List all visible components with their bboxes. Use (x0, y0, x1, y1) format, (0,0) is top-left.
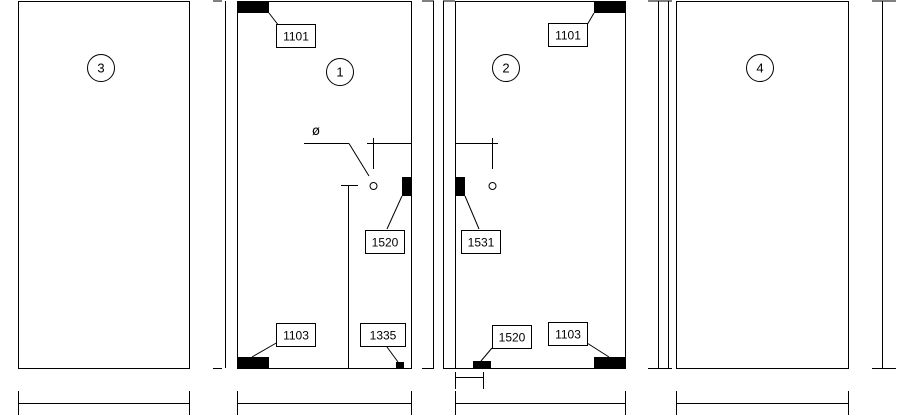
panel-1-lock-label-box (365, 230, 405, 254)
frame-left (213, 0, 226, 369)
panel-1-bottom-label: 1103 (283, 329, 309, 343)
panel-1-bottom-label-box (276, 323, 316, 347)
panel-1-lock-fitting (402, 177, 411, 196)
panel-2: 1101 2 1531 1103 1520 (455, 1, 626, 389)
panel-4: 4 (676, 1, 849, 369)
panel-2-floor-label-box (492, 325, 532, 349)
panel-2-lock-fitting (456, 177, 465, 196)
panel-1-top-leader (268, 12, 280, 27)
panel-1-lock-label: 1520 (372, 236, 399, 250)
panel-4-number-circle (746, 54, 774, 82)
panel-2-top-patch-fitting (594, 2, 625, 13)
panel-1-top-label-box (276, 24, 316, 48)
panel-2-bottom-label-box (548, 322, 588, 346)
panel-2-lock-leader (464, 195, 480, 230)
panel-2-number: 2 (502, 61, 509, 76)
diameter-leader (348, 143, 370, 177)
panel-2-top-label-box (548, 23, 588, 47)
panel-2-top-label: 1101 (555, 29, 581, 43)
panel-1-top-label: 1101 (283, 30, 309, 44)
panel-4-outline (676, 1, 849, 369)
panel-4-number: 4 (756, 61, 763, 76)
panel-1-top-patch-fitting (238, 2, 269, 13)
panel-1-number: 1 (336, 65, 343, 80)
panel-2-floor-label: 1520 (499, 331, 526, 345)
panel-1-diameter-symbol: ø (312, 124, 320, 139)
frame-right (648, 0, 672, 369)
panel-1-lock-leader (386, 195, 403, 230)
panel-2-bottom-label: 1103 (555, 328, 581, 342)
panel-2-outline (455, 1, 626, 369)
panel-2-floor-leader (480, 347, 493, 362)
panel-3-outline (18, 1, 190, 369)
panel-1-floor-leader (386, 346, 399, 363)
panel-1-handle-hole (369, 182, 378, 190)
panel-1-bottom-leader (251, 341, 279, 358)
panel-2-bottom-patch-fitting (594, 357, 625, 368)
panel-2-lock-label: 1531 (468, 236, 495, 250)
panel-2-handle-hole (488, 182, 497, 190)
panel-2-bottom-leader (586, 342, 610, 358)
panel-1-floor-label-box (360, 323, 406, 347)
panel-1-floor-label: 1335 (370, 329, 397, 343)
panel-3: 3 (18, 1, 190, 369)
frame-far-right (872, 0, 896, 369)
panel-3-number-circle (87, 54, 115, 82)
frame-centre (422, 0, 455, 369)
panel-1-bottom-patch-fitting (238, 357, 269, 368)
panel-2-number-circle (492, 54, 520, 82)
panel-1-floor-fitting (396, 362, 404, 369)
panel-3-number: 3 (97, 61, 104, 76)
panel-1-outline (237, 1, 412, 369)
panel-1-number-circle (326, 58, 354, 86)
panel-2-lock-label-box (461, 230, 501, 254)
panel-2-top-leader (586, 12, 595, 26)
panel-1: 1101 1 ø 1520 1103 1335 (237, 1, 412, 369)
panel-2-floor-fitting (473, 361, 491, 369)
width-dimensions (18, 391, 849, 415)
